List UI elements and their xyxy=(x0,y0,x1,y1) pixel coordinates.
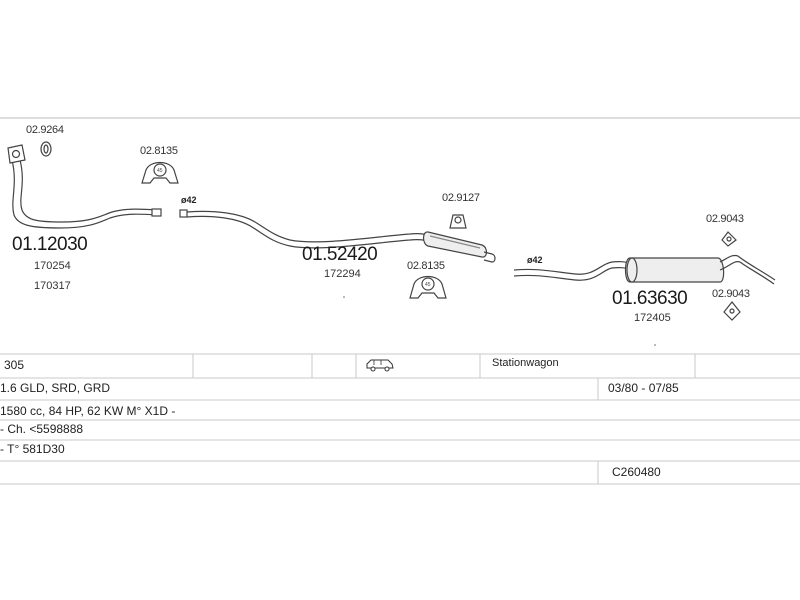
front-pipe-number: 01.12030 xyxy=(12,234,88,255)
center-pipe xyxy=(179,209,433,249)
catalog-code-cell: C260480 xyxy=(612,465,661,479)
rear-silencer-number: 01.63630 xyxy=(612,288,688,309)
dot-mark xyxy=(654,344,656,346)
dot-mark xyxy=(343,296,345,298)
center-silencer-ref: 172294 xyxy=(324,268,361,280)
front-gasket-icon xyxy=(40,141,52,157)
engine-variant-cell: 1.6 GLD, SRD, GRD xyxy=(0,381,111,395)
svg-text:45: 45 xyxy=(425,282,431,288)
body-type-cell: Stationwagon xyxy=(492,357,559,369)
diameter-center-label: ø42 xyxy=(181,195,197,205)
exhaust-system-diagram: 45 45 xyxy=(0,117,800,346)
table-row-type: - T° 581D30 xyxy=(0,440,800,460)
front-pipe xyxy=(7,144,162,229)
svg-text:45: 45 xyxy=(157,168,163,174)
center-silencer xyxy=(422,231,496,263)
mount-rear-bottom-label: 02.9043 xyxy=(712,288,750,300)
rear-pipe xyxy=(513,260,633,281)
station-wagon-icon xyxy=(366,358,394,375)
table-row-catalog: C260480 xyxy=(0,461,800,483)
rear-silencer-ref: 172405 xyxy=(634,312,671,324)
table-row-engine: 1.6 GLD, SRD, GRD 03/80 - 07/85 xyxy=(0,378,800,400)
type-cell: - T° 581D30 xyxy=(0,442,65,456)
front-pipe-ref-2: 170317 xyxy=(34,280,71,292)
center-silencer-number: 01.52420 xyxy=(302,244,378,265)
rear-silencer xyxy=(624,254,776,285)
clamp-b-label: 02.8135 xyxy=(407,260,445,272)
model-cell: 305 xyxy=(4,358,25,372)
diameter-rear-label: ø42 xyxy=(527,255,543,265)
production-cell: 03/80 - 07/85 xyxy=(608,381,679,395)
engine-specs-cell: 1580 cc, 84 HP, 62 KW M° X1D - xyxy=(0,404,176,418)
mount-rear-top-icon xyxy=(721,231,737,247)
mount-rear-top-label: 02.9043 xyxy=(706,213,744,225)
clamp-a-label: 02.8135 xyxy=(140,145,178,157)
front-pipe-ref-1: 170254 xyxy=(34,260,71,272)
clamp-a-icon: 45 xyxy=(141,161,179,184)
chassis-cell: - Ch. <5598888 xyxy=(0,422,84,436)
table-row-model: 305 Stationwagon xyxy=(0,354,800,378)
front-gasket-label: 02.9264 xyxy=(26,124,64,136)
mount-center-label: 02.9127 xyxy=(442,192,480,204)
mount-center-icon xyxy=(449,214,467,229)
info-table-grid xyxy=(0,353,800,485)
clamp-b-icon: 45 xyxy=(409,275,447,299)
table-row-chassis: - Ch. <5598888 xyxy=(0,420,800,440)
table-row-specs: 1580 cc, 84 HP, 62 KW M° X1D - xyxy=(0,400,800,420)
mount-rear-bottom-icon xyxy=(723,301,741,321)
